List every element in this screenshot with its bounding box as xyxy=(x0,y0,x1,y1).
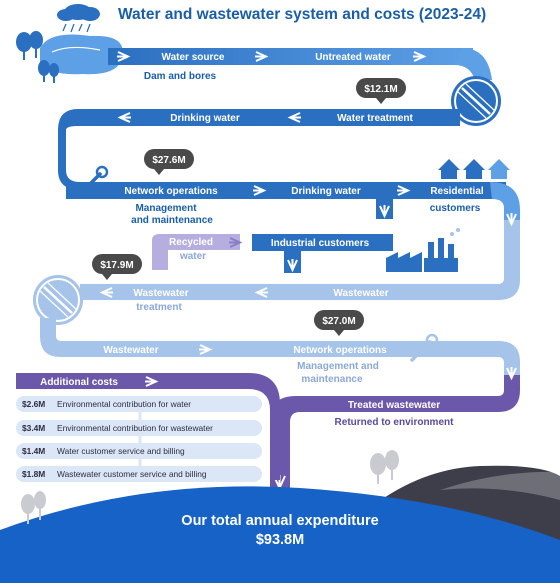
recycled-label-line2: water xyxy=(179,251,206,262)
pipe-row3 xyxy=(66,182,520,220)
cloud-rain-icon xyxy=(57,4,100,33)
residential-label-line2: customers xyxy=(430,203,481,214)
total-expenditure-label: Our total annual expenditure xyxy=(181,513,378,529)
wrench-icon xyxy=(410,333,439,362)
arrow-right-icon xyxy=(253,185,411,219)
network-operations-label: Network operations xyxy=(124,186,218,197)
wrench-icon xyxy=(76,165,109,198)
management-label-line2: and maintenance xyxy=(131,215,213,226)
additional-costs-header: Additional costs xyxy=(40,377,118,388)
cost-label-3: Water customer service and billing xyxy=(57,446,185,456)
recycled-label-line1: Recycled xyxy=(169,237,213,248)
badge-network-operations: $27.6M xyxy=(144,149,194,175)
pipe-treated-wastewater xyxy=(270,375,520,490)
pipe-recycled xyxy=(152,234,240,270)
drinking-water-label-1: Drinking water xyxy=(170,113,240,124)
network-operations-wastewater-label: Network operations xyxy=(293,345,387,356)
arrow-left-icon xyxy=(99,287,268,298)
ground-hill xyxy=(0,465,560,583)
tree-icon xyxy=(21,450,399,524)
cost-amount-1: $2.6M xyxy=(22,399,45,409)
cost-amount-3: $1.4M xyxy=(22,446,45,456)
badge-network-operations-value: $27.6M xyxy=(152,155,185,166)
water-source-label: Water source xyxy=(162,52,225,63)
house-icon xyxy=(438,159,510,179)
factory-icon xyxy=(386,228,460,272)
water-treatment-icon xyxy=(451,76,501,126)
drinking-water-label-2: Drinking water xyxy=(291,186,361,197)
total-expenditure-value: $93.8M xyxy=(256,532,304,548)
arrow-right-icon xyxy=(145,376,159,387)
arrow-left-icon xyxy=(117,112,301,123)
badge-wastewater-treatment-value: $17.9M xyxy=(100,260,133,271)
water-treatment-label: Water treatment xyxy=(337,113,413,124)
cost-label-2: Environmental contribution for wastewate… xyxy=(57,423,213,433)
wastewater-treatment-icon xyxy=(33,275,83,325)
wastewater-label-1: Wastewater xyxy=(333,288,388,299)
pipe-row1 xyxy=(108,48,492,80)
arrow-right-icon xyxy=(229,237,243,248)
badge-network-operations-wastewater: $27.0M xyxy=(314,310,364,336)
dam-and-bores-label: Dam and bores xyxy=(144,71,217,82)
wastewater-treatment-label-line1: Wastewater xyxy=(133,288,188,299)
pipe-row6 xyxy=(40,318,520,375)
cost-rows xyxy=(16,396,262,482)
industrial-customers-label: Industrial customers xyxy=(271,238,370,249)
pipe-row2 xyxy=(58,109,460,190)
arrow-down-icon xyxy=(287,259,298,273)
dam-lake-icon xyxy=(40,34,123,75)
management-wastewater-line1: Management and xyxy=(297,361,379,372)
badge-water-treatment: $12.1M xyxy=(356,78,406,104)
cost-label-1: Environmental contribution for water xyxy=(57,399,191,409)
arrow-right-icon xyxy=(199,344,213,355)
wastewater-treatment-label-line2: treatment xyxy=(136,302,182,313)
cost-amount-2: $3.4M xyxy=(22,423,45,433)
pipe-row5 xyxy=(80,220,520,300)
badge-water-treatment-value: $12.1M xyxy=(364,84,397,95)
page-title: Water and wastewater system and costs (2… xyxy=(118,6,486,23)
cost-label-4: Wastewater customer service and billing xyxy=(57,469,207,479)
tree-icon xyxy=(16,31,59,83)
management-label-line1: Management xyxy=(135,203,197,214)
returned-to-environment-label: Returned to environment xyxy=(335,417,455,428)
badge-network-operations-wastewater-value: $27.0M xyxy=(322,316,355,327)
pipe-additional-costs xyxy=(16,373,280,480)
badge-wastewater-treatment: $17.9M xyxy=(92,254,142,280)
arrow-down-icon xyxy=(506,213,517,227)
treated-wastewater-label: Treated wastewater xyxy=(348,400,440,411)
cost-amount-4: $1.8M xyxy=(22,469,45,479)
wastewater-label-2: Wastewater xyxy=(103,345,158,356)
residential-label-line1: Residential xyxy=(430,186,484,197)
arrow-right-icon xyxy=(117,51,427,62)
management-wastewater-line2: maintenance xyxy=(301,374,363,385)
untreated-water-label: Untreated water xyxy=(315,52,391,63)
